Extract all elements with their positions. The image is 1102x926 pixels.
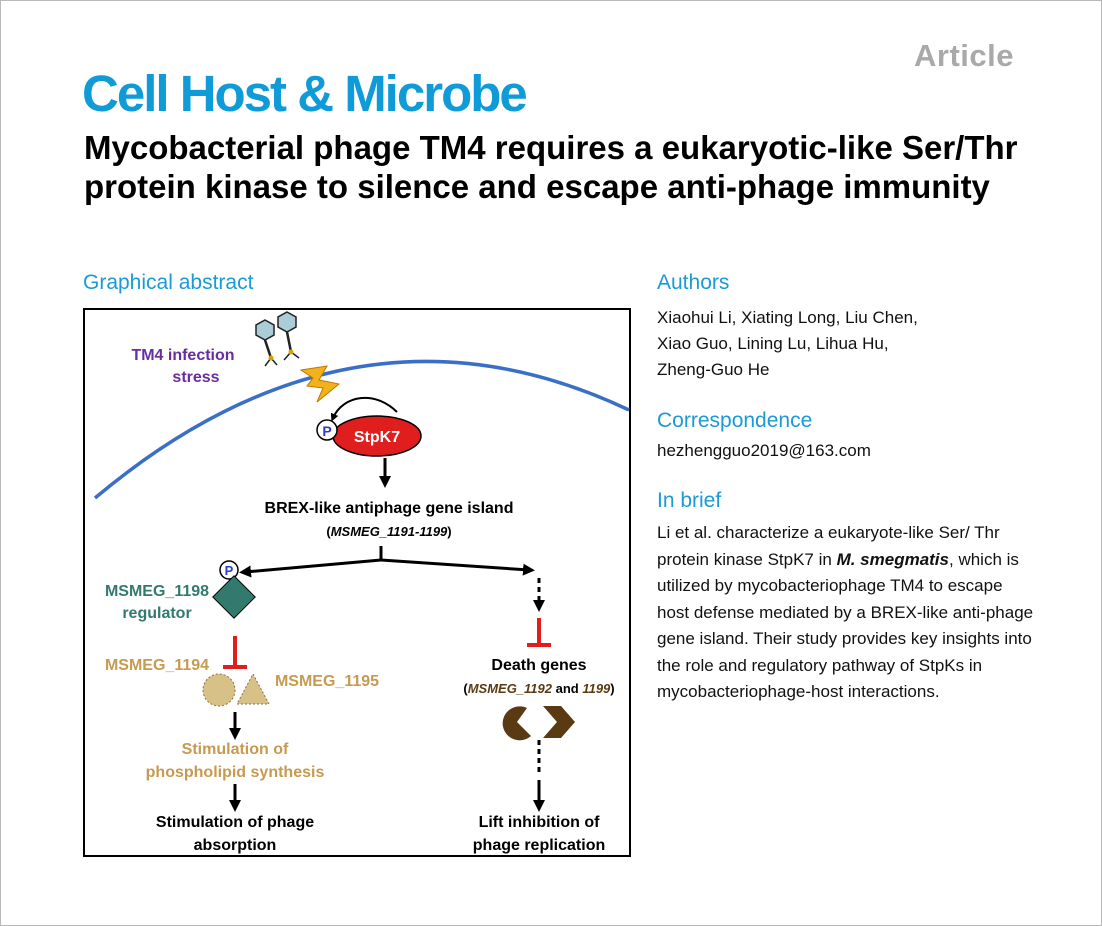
correspondence-heading: Correspondence [657,409,813,432]
authors-heading: Authors [657,271,730,294]
phosphorylation-arrow [330,396,398,422]
journal-name: Cell Host & Microbe [82,65,528,122]
graphical-abstract-diagram: TM4 infection stress StpK7 P BREX-like a… [93,311,630,854]
death-genes-label: Death genes [491,657,586,674]
graphical-abstract-heading: Graphical abstract [83,271,254,294]
island-genes: (MSMEG_1191-1199) [326,524,451,539]
phospho-badge [219,560,239,580]
article-type-label: Article [914,38,1014,73]
authors-line: Xiao Guo, Lining Lu, Lihua Hu, [657,334,889,353]
cell-membrane-arc [93,359,630,500]
stress-label-line1: TM4 infection [131,347,234,364]
phage-icon [277,311,300,361]
phospho-badge [316,419,338,441]
graphical-abstract: TM4 infection stress StpK7 P BREX-like a… [83,308,631,857]
msmeg-1195-protein [236,672,270,705]
gene-1195-label: MSMEG_1195 [275,673,379,690]
right-outcome-line2: phage replication [473,837,605,854]
regulator-label-line1: MSMEG_1198 [105,583,209,600]
left-outcome-line2: absorption [194,837,277,854]
stpk7-label: StpK7 [354,429,400,446]
correspondence-email[interactable]: hezhengguo2019@163.com [657,441,871,460]
branch-left-arrow [239,558,382,578]
in-brief-text: Li et al. characterize a eukaryote-like … [657,523,1034,701]
phospho-label: P [225,563,234,578]
left-effect-line2: phospholipid synthesis [146,764,325,781]
organism-name: M. smegmatis [836,549,949,569]
island-label: BREX-like antiphage gene island [265,500,514,517]
regulator-diamond [212,575,256,619]
authors-line: Zheng-Guo He [657,360,770,379]
death-genes-ids: (MSMEG_1192 and 1199) [463,681,614,696]
death-protein-pacman [502,706,531,741]
branch-right-arrow [380,558,535,576]
stress-label-line2: stress [172,369,219,386]
article-title: Mycobacterial phage TM4 requires a eukar… [84,129,1018,205]
authors-line: Xiaohui Li, Xiating Long, Liu Chen, [657,308,918,327]
in-brief-heading: In brief [657,489,722,512]
gene-1194-label: MSMEG_1194 [105,657,209,674]
right-outcome-line1: Lift inhibition of [479,814,601,831]
lightning-icon [299,365,341,403]
left-effect-line1: Stimulation of [182,741,289,758]
phage-icon [255,319,278,367]
left-outcome-line1: Stimulation of phage [156,814,314,831]
regulator-label-line2: regulator [122,605,191,622]
death-protein-chevron [543,706,575,738]
phospho-label: P [322,423,331,439]
msmeg-1194-protein [202,673,236,707]
